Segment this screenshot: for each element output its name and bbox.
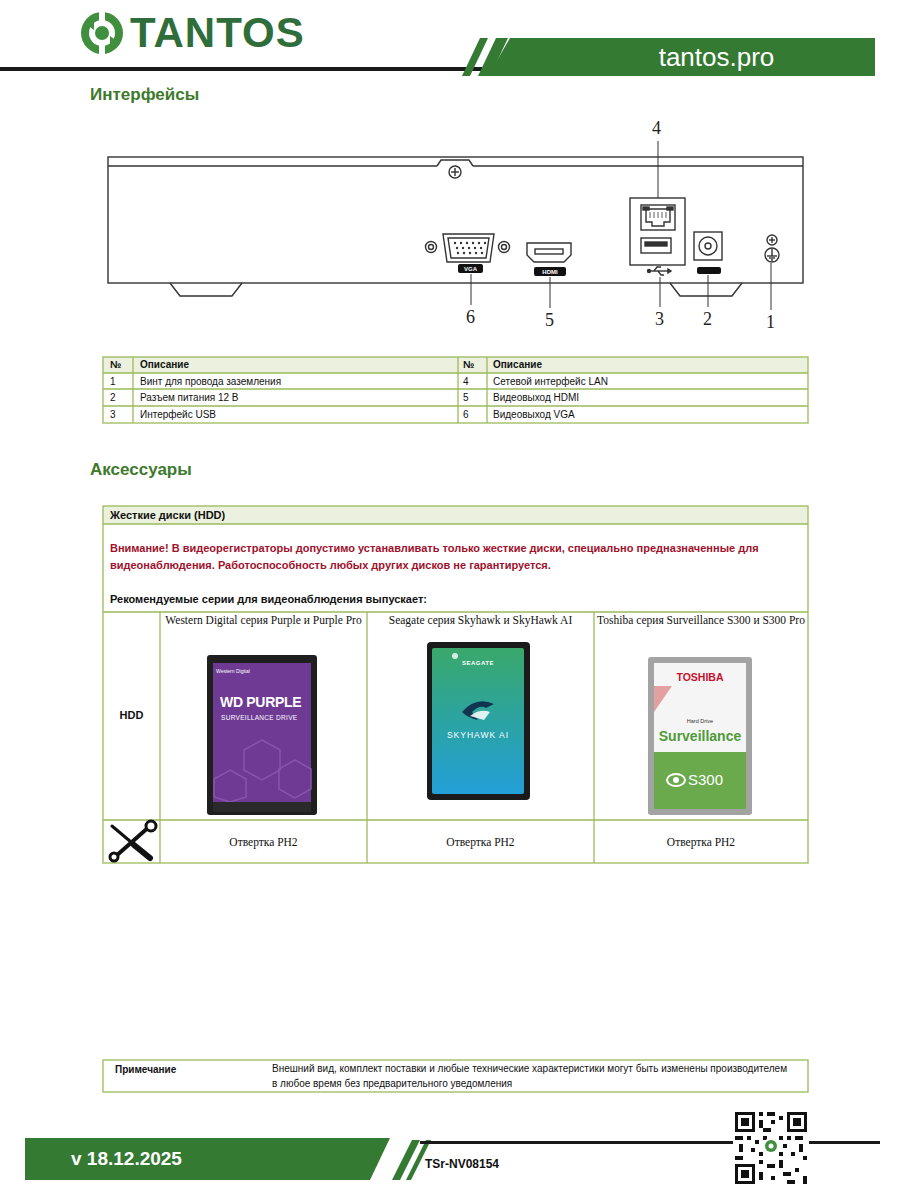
table-cell: Видеовыход HDMI bbox=[493, 392, 579, 404]
wd-purple-drive bbox=[207, 655, 317, 815]
section-heading: Аксессуары bbox=[90, 459, 192, 480]
table-cell: Отвертка PH2 bbox=[160, 835, 367, 850]
callout-number: 6 bbox=[466, 307, 475, 327]
toshiba-s300-drive bbox=[648, 657, 752, 815]
table-header: № bbox=[110, 359, 121, 371]
table-cell: Seagate серия Skyhawk и SkyHawk AI bbox=[370, 613, 591, 628]
interfaces-table bbox=[103, 357, 808, 423]
band-text: tantos.pro bbox=[659, 42, 775, 73]
table-cell: Рекомендуемые серии для видеонаблюдения … bbox=[110, 593, 427, 606]
table-cell: Разъем питания 12 В bbox=[140, 392, 239, 404]
note-text: Внешний вид, комплект поставки и любые т… bbox=[272, 1061, 792, 1091]
table-header: Жесткие диски (HDD) bbox=[110, 509, 225, 522]
warning-text: Внимание! В видеорегистраторы допустимо … bbox=[110, 540, 800, 574]
leader-lines bbox=[471, 141, 771, 310]
table-header: № bbox=[463, 359, 474, 371]
table-cell: Видеовыход VGA bbox=[493, 409, 575, 421]
logo-icon bbox=[81, 10, 123, 56]
product-label: SURVEILLANCE DRIVE bbox=[221, 714, 309, 722]
seagate-skyhawk-drive bbox=[427, 642, 530, 800]
table-cell: 1 bbox=[110, 376, 116, 388]
table-cell: Отвертка PH2 bbox=[594, 835, 808, 850]
accessories-table bbox=[103, 506, 808, 863]
footer-band: v 18.12.2025 bbox=[25, 1138, 390, 1180]
product-label: Hard Drive bbox=[654, 718, 746, 725]
product-label: TOSHIBA bbox=[654, 671, 746, 683]
table-cell: 6 bbox=[463, 409, 469, 421]
header-band: tantos.pro bbox=[488, 38, 875, 76]
tools-icon bbox=[110, 821, 156, 861]
table-cell: 2 bbox=[110, 392, 116, 404]
note-heading: Примечание bbox=[115, 1064, 176, 1076]
brand-logo: TANTOS bbox=[130, 10, 305, 56]
product-label: SKYHAWK AI bbox=[432, 730, 524, 740]
product-label: WD PURPLE bbox=[220, 694, 308, 710]
table-header: Описание bbox=[493, 359, 542, 371]
callout-number: 1 bbox=[766, 312, 775, 332]
callout-number: 4 bbox=[652, 118, 661, 138]
callout-number: 5 bbox=[545, 310, 554, 330]
table-cell: Отвертка PH2 bbox=[367, 835, 594, 850]
product-label: Surveillance bbox=[654, 728, 746, 744]
callout-number: 2 bbox=[703, 309, 712, 329]
device-rear-panel bbox=[108, 157, 803, 296]
band-text: v 18.12.2025 bbox=[71, 1148, 182, 1170]
port-label: VGA bbox=[458, 265, 483, 273]
table-cell: HDD bbox=[103, 709, 160, 722]
table-cell: Сетевой интерфейс LAN bbox=[493, 376, 608, 388]
product-label: SEAGATE bbox=[432, 660, 524, 667]
table-cell: Western Digital серия Purple и Purple Pr… bbox=[163, 613, 364, 628]
table-cell: Интерфейс USB bbox=[140, 409, 216, 421]
table-cell: 4 bbox=[463, 376, 469, 388]
section-heading: Интерфейсы bbox=[90, 84, 199, 105]
table-cell: 5 bbox=[463, 392, 469, 404]
model-code: TSr-NV08154 bbox=[425, 1157, 499, 1171]
callout-number: 3 bbox=[655, 309, 664, 329]
product-label: Western Digital bbox=[216, 668, 308, 674]
table-header: Описание bbox=[140, 359, 189, 371]
table-cell: Винт для провода заземления bbox=[140, 376, 281, 388]
qr-code bbox=[733, 1110, 809, 1186]
port-label: HDMI bbox=[534, 268, 566, 276]
table-cell: 3 bbox=[110, 409, 116, 421]
product-label: S300 bbox=[688, 771, 744, 788]
note-box bbox=[103, 1060, 808, 1092]
table-cell: Toshiba серия Surveillance S300 и S300 P… bbox=[597, 613, 805, 628]
